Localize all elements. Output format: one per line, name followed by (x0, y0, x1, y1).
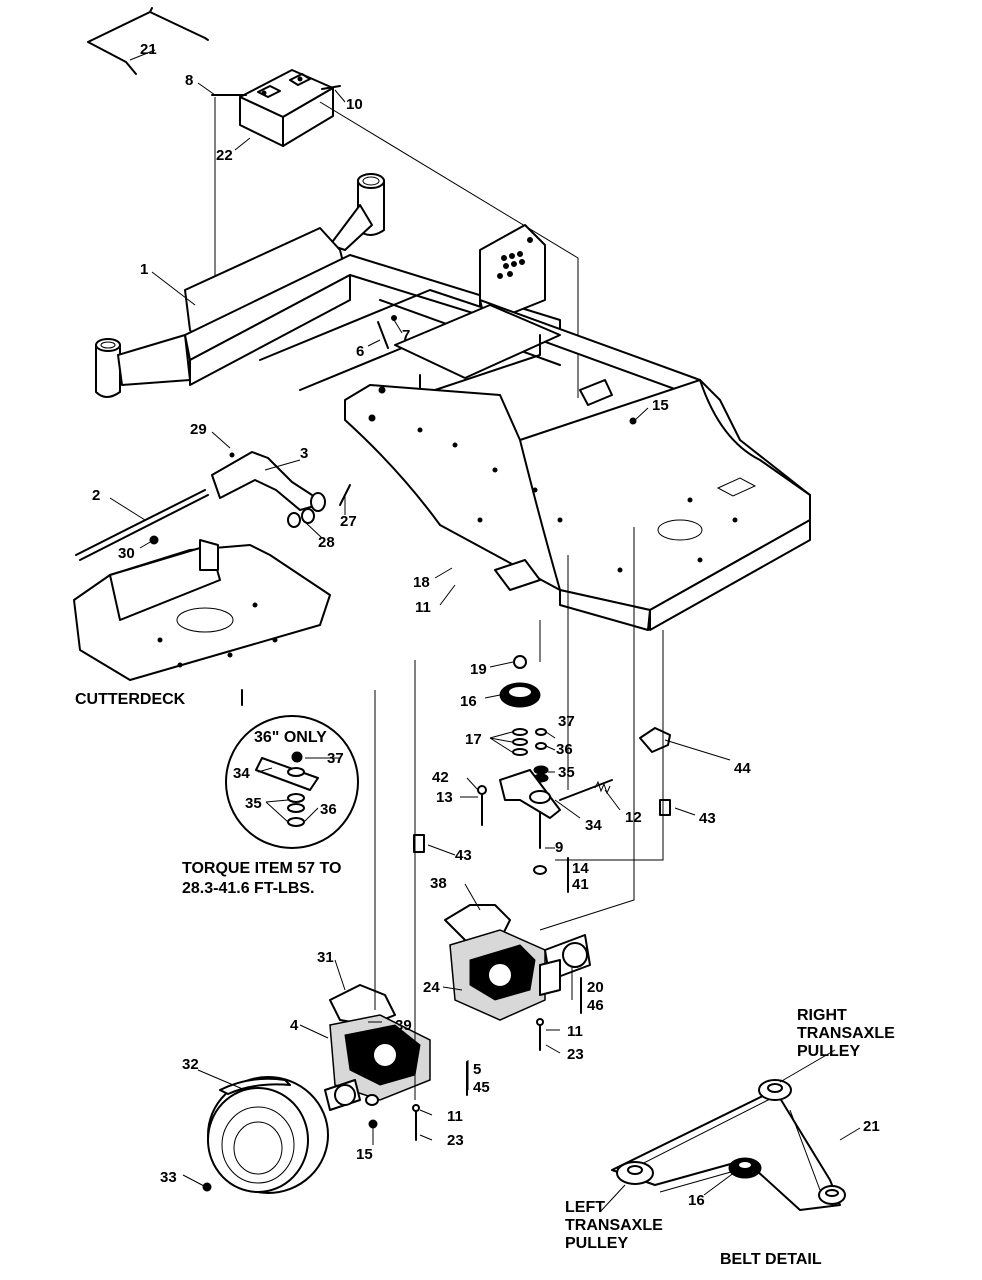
callout-11: 11 (415, 599, 431, 616)
callout-12: 12 (625, 809, 642, 826)
cutterdeck-label: CUTTERDECK (75, 691, 186, 708)
callout-24b: 23 (567, 1046, 584, 1063)
callout-15: 15 (652, 397, 669, 414)
callout-30: 29 (190, 421, 207, 438)
callout-36-inset: 35 (245, 795, 262, 812)
battery-icon (239, 69, 334, 147)
inset-title: 36" ONLY (254, 729, 327, 746)
callout-17: 17 (465, 731, 482, 748)
callout-39: 38 (430, 875, 447, 892)
callout-1: 1 (140, 261, 148, 278)
callout-10: 10 (346, 96, 363, 113)
callout-37-inset: 36 (320, 801, 337, 818)
cutterdeck (73, 539, 331, 706)
callout-38: 37 (558, 713, 575, 730)
callout-21: 21 (863, 1118, 880, 1135)
callout-labels: 21 8 10 22 1 6 7 15 29 3 2 27 28 30 18 1… (92, 41, 880, 1209)
right-pulley-label-3: PULLEY (797, 1043, 860, 1060)
callout-11b: 11 (567, 1023, 583, 1040)
torque-note-line2: 28.3-41.6 FT-LBS. (182, 880, 315, 897)
tire-wheel-icon (202, 1076, 329, 1194)
transaxle-icon (324, 984, 431, 1129)
bolt-icon (377, 321, 389, 349)
callout-5: 5 (473, 1061, 481, 1078)
callout-16: 16 (460, 693, 477, 710)
callout-35-inset: 34 (233, 765, 250, 782)
torque-note-line1: TORQUE ITEM 57 TO (182, 860, 341, 877)
callout-41: 42 (432, 769, 449, 786)
callout-8: 8 (185, 72, 193, 89)
right-pulley-label-1: RIGHT (797, 1007, 847, 1024)
callout-18: 18 (413, 574, 430, 591)
callout-31: 30 (118, 545, 135, 562)
mower-frame (95, 173, 811, 631)
pulley-icon (477, 655, 613, 875)
callout-27: 24 (423, 979, 440, 996)
callout-28: 27 (340, 513, 357, 530)
belt-detail (611, 1079, 846, 1211)
callout-35: 34 (585, 817, 602, 834)
captions: CUTTERDECK 36" ONLY TORQUE ITEM 57 TO 28… (75, 691, 895, 1268)
callout-16b: 16 (688, 1192, 705, 1209)
right-pulley-label-2: TRANSAXLE (797, 1025, 895, 1042)
callout-3: 3 (300, 445, 308, 462)
callout-15b: 15 (356, 1146, 373, 1163)
leader-lines (109, 49, 861, 1213)
bolt-icon (412, 1018, 544, 1141)
callout-33: 32 (182, 1056, 199, 1073)
callout-37: 36 (556, 741, 573, 758)
callout-4: 4 (290, 1017, 299, 1034)
callout-38-inset: 37 (327, 750, 344, 767)
callout-20: 20 (587, 979, 604, 996)
callout-40: 39 (395, 1017, 412, 1034)
callout-2: 2 (92, 487, 100, 504)
callout-19: 19 (470, 661, 487, 678)
hold-down-rod (87, 7, 209, 75)
callout-44: 44 (734, 760, 751, 777)
left-pulley-label-2: TRANSAXLE (565, 1217, 663, 1234)
bolt-icon (211, 85, 341, 96)
callout-9: 9 (555, 839, 563, 856)
callout-36: 35 (558, 764, 575, 781)
callout-43-left: 43 (455, 847, 472, 864)
callout-42: 41 (572, 876, 589, 893)
callout-46: 46 (587, 997, 604, 1014)
left-pulley-label-3: PULLEY (565, 1235, 628, 1252)
callout-24c: 23 (447, 1132, 464, 1149)
callout-32: 31 (317, 949, 334, 966)
callout-22: 21 (140, 41, 157, 58)
inset-detail (225, 715, 359, 849)
callout-43-right: 43 (699, 810, 716, 827)
callout-6: 6 (356, 343, 364, 360)
callout-34: 33 (160, 1169, 177, 1186)
callout-7: 7 (402, 327, 410, 344)
belt-detail-label: BELT DETAIL (720, 1251, 822, 1268)
callout-13: 13 (436, 789, 453, 806)
callout-23: 22 (216, 147, 233, 164)
stack-brackets (466, 857, 582, 1096)
callout-14: 14 (572, 860, 589, 877)
callout-11c: 11 (447, 1108, 463, 1125)
callout-29: 28 (318, 534, 335, 551)
left-pulley-label-1: LEFT (565, 1199, 605, 1216)
transaxle-icon (444, 904, 591, 1021)
callout-45: 45 (473, 1079, 490, 1096)
